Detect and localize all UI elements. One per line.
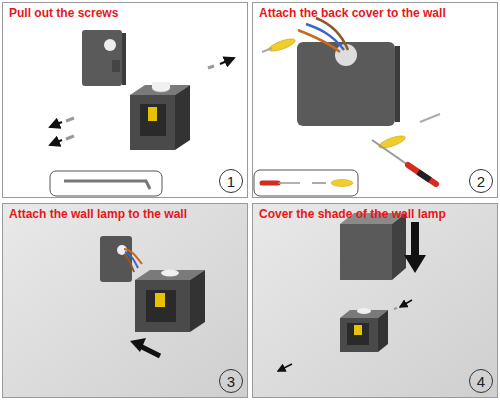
step-number-circle: 3 xyxy=(219,369,243,393)
step-heading: Attach the wall lamp to the wall xyxy=(9,207,187,221)
step-heading: Pull out the screws xyxy=(9,6,118,20)
step-panel: Pull out the screws 1 xyxy=(2,2,248,198)
step-number: 3 xyxy=(227,374,235,389)
step-panel: Cover the shade of the wall lamp 4 xyxy=(252,203,498,398)
panel-4-art xyxy=(278,213,426,371)
step-heading: Attach the back cover to the wall xyxy=(259,6,446,20)
panel-3-art xyxy=(100,236,205,356)
panel-2-art xyxy=(254,18,440,196)
step-heading: Cover the shade of the wall lamp xyxy=(259,207,446,221)
step-number-circle: 2 xyxy=(469,169,493,193)
step-number-circle: 4 xyxy=(469,369,493,393)
step-number: 2 xyxy=(477,174,485,189)
step-number-circle: 1 xyxy=(219,169,243,193)
step-number: 1 xyxy=(227,174,235,189)
step-panel: Attach the wall lamp to the wall 3 xyxy=(2,203,248,398)
step-number: 4 xyxy=(477,374,485,389)
panel-1-art xyxy=(50,30,234,196)
step-panel: Attach the back cover to the wall 2 xyxy=(252,2,498,198)
